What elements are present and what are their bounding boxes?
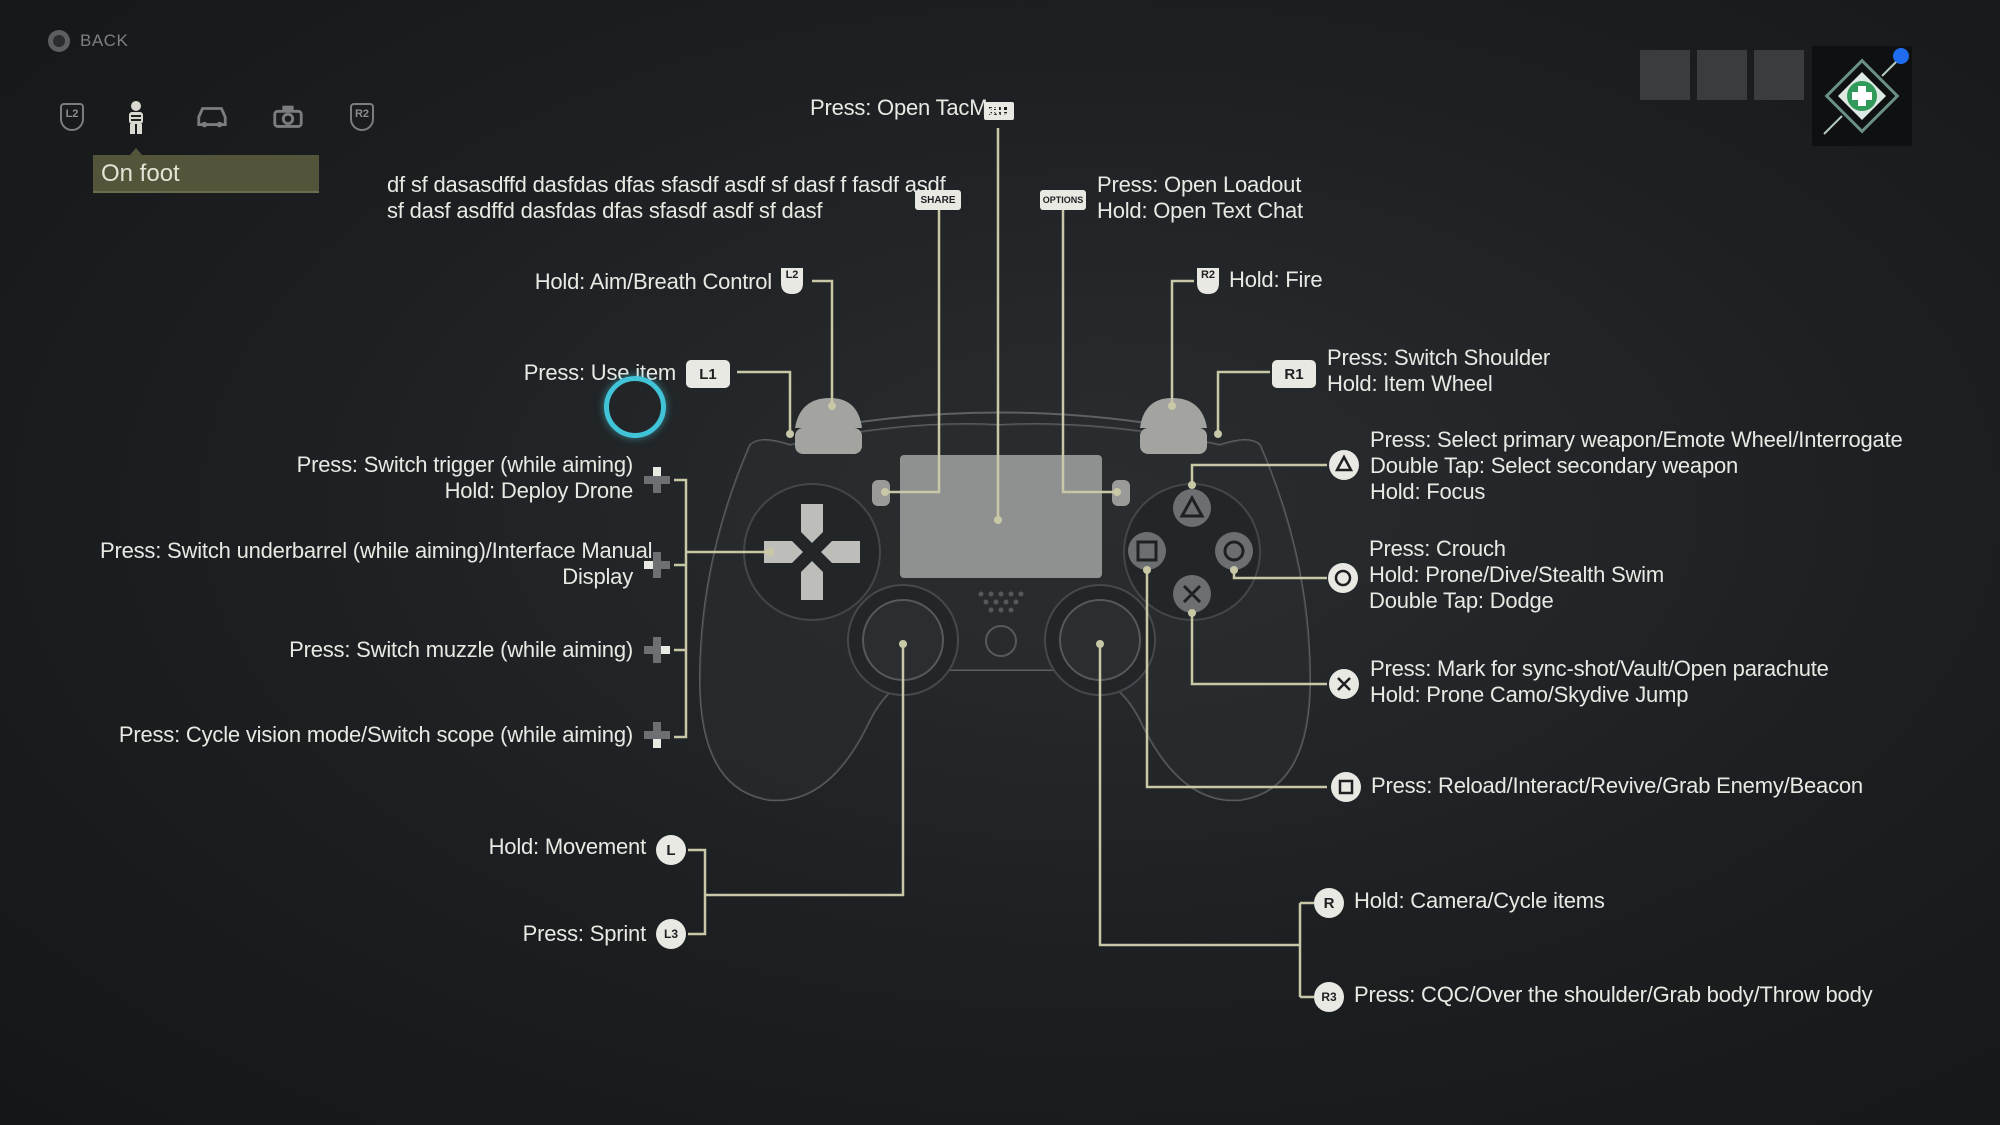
tacmap-label: Press: Open TacMap [810, 95, 1012, 120]
l3-label: Press: Sprint [522, 921, 647, 946]
r2-trigger-icon: R2 [350, 103, 374, 131]
triangle-label-line2: Double Tap: Select secondary weapon [1370, 453, 1739, 478]
r2-label: Hold: Fire [1229, 267, 1323, 292]
r3-label: Press: CQC/Over the shoulder/Grab body/T… [1354, 982, 1873, 1007]
drone-icon [273, 105, 303, 128]
dpad-shape [764, 504, 860, 600]
circle-button-icon [48, 30, 70, 52]
hud-slot [1697, 50, 1747, 100]
r2-tab-hint[interactable]: R2 [345, 100, 379, 134]
share-label-line1: df sf dasasdffd dasfdas dfas sfasdf asdf… [387, 172, 946, 197]
dpad-left-label-line2: Display [562, 564, 633, 589]
square-button-icon [1331, 772, 1361, 802]
share-button-shape [872, 480, 890, 506]
options-label-line1: Press: Open Loadout [1097, 172, 1302, 197]
hud-slot [1754, 50, 1804, 100]
l2-trigger-icon: L2 [60, 103, 84, 131]
options-label-line2: Hold: Open Text Chat [1097, 198, 1303, 223]
dpad-down-icon [644, 722, 670, 748]
l2-label: Hold: Aim/Breath Control [534, 269, 773, 294]
r2-trigger-shape [1140, 428, 1207, 454]
r1-bumper-shape [1140, 398, 1207, 428]
options-button-shape [1112, 480, 1130, 506]
medkit-icon [1823, 57, 1901, 135]
cross-button-icon [1329, 669, 1359, 699]
triangle-label-line3: Hold: Focus [1370, 479, 1486, 504]
right-stick-badge: R [1314, 888, 1344, 918]
l3-button-badge: L3 [656, 919, 686, 949]
tab-on-foot[interactable] [119, 100, 153, 134]
r1-label-line2: Hold: Item Wheel [1327, 371, 1493, 396]
connector-endpoints [766, 402, 1238, 648]
soldier-icon [129, 101, 143, 134]
circle-button-icon [1328, 563, 1358, 593]
touchpad-shape [900, 455, 1102, 578]
square-label: Press: Reload/Interact/Revive/Grab Enemy… [1371, 773, 1863, 798]
notification-dot [1893, 48, 1909, 64]
l1-bumper-shape [795, 398, 862, 428]
cross-label-line2: Hold: Prone Camo/Skydive Jump [1370, 682, 1689, 707]
r1-label-line1: Press: Switch Shoulder [1327, 345, 1551, 370]
equipped-item-slot[interactable] [1812, 46, 1912, 146]
triangle-button-icon [1329, 450, 1359, 480]
l1-button-badge: L1 [686, 360, 730, 388]
l2-trigger-shape [795, 428, 862, 454]
tab-drone[interactable] [271, 100, 305, 134]
dpad-left-label-line1: Press: Switch underbarrel (while aiming)… [100, 538, 653, 563]
category-tab-bar: L2 R2 [55, 100, 379, 134]
r1-button-badge: R1 [1272, 360, 1316, 388]
dpad-up-label-line1: Press: Switch trigger (while aiming) [296, 452, 634, 477]
touchpad-icon [984, 102, 1014, 120]
cursor-ring [604, 376, 666, 438]
triangle-label-line1: Press: Select primary weapon/Emote Wheel… [1370, 427, 1903, 452]
l2-tab-hint[interactable]: L2 [55, 100, 89, 134]
circle-label-line2: Hold: Prone/Dive/Stealth Swim [1369, 562, 1664, 587]
left-stick-label: Hold: Movement [488, 834, 647, 859]
dpad-right-label: Press: Switch muzzle (while aiming) [289, 637, 633, 662]
hud-slot [1640, 50, 1690, 100]
r3-button-badge: R3 [1314, 982, 1344, 1012]
r2-icon-text: R2 [1200, 269, 1216, 281]
back-button[interactable]: BACK [48, 30, 128, 52]
l2-icon-text: L2 [785, 269, 799, 281]
circle-label-line3: Double Tap: Dodge [1369, 588, 1554, 613]
dpad-left-icon [644, 552, 670, 578]
active-tab-label: On foot [93, 155, 319, 193]
r2-trigger-icon [1197, 268, 1219, 294]
tab-vehicle[interactable] [195, 100, 229, 134]
dpad-down-label: Press: Cycle vision mode/Switch scope (w… [118, 722, 633, 747]
l2-trigger-icon [781, 268, 803, 294]
active-tab-pointer [130, 148, 142, 155]
car-icon [197, 107, 227, 128]
cross-label-line1: Press: Mark for sync-shot/Vault/Open par… [1370, 656, 1829, 681]
connector-lines [674, 128, 1327, 999]
back-label: BACK [80, 31, 129, 50]
options-button-badge: OPTIONS [1040, 190, 1086, 210]
share-button-badge: SHARE [915, 190, 961, 210]
right-stick-label: Hold: Camera/Cycle items [1354, 888, 1605, 913]
dpad-up-label-line2: Hold: Deploy Drone [444, 478, 634, 503]
circle-label-line1: Press: Crouch [1369, 536, 1506, 561]
share-label-line2: sf dasf asdffd dasfdas dfas sfasdf asdf … [387, 198, 823, 223]
dpad-up-icon [644, 467, 670, 493]
left-stick-badge: L [656, 835, 686, 865]
dpad-right-icon [644, 637, 670, 663]
